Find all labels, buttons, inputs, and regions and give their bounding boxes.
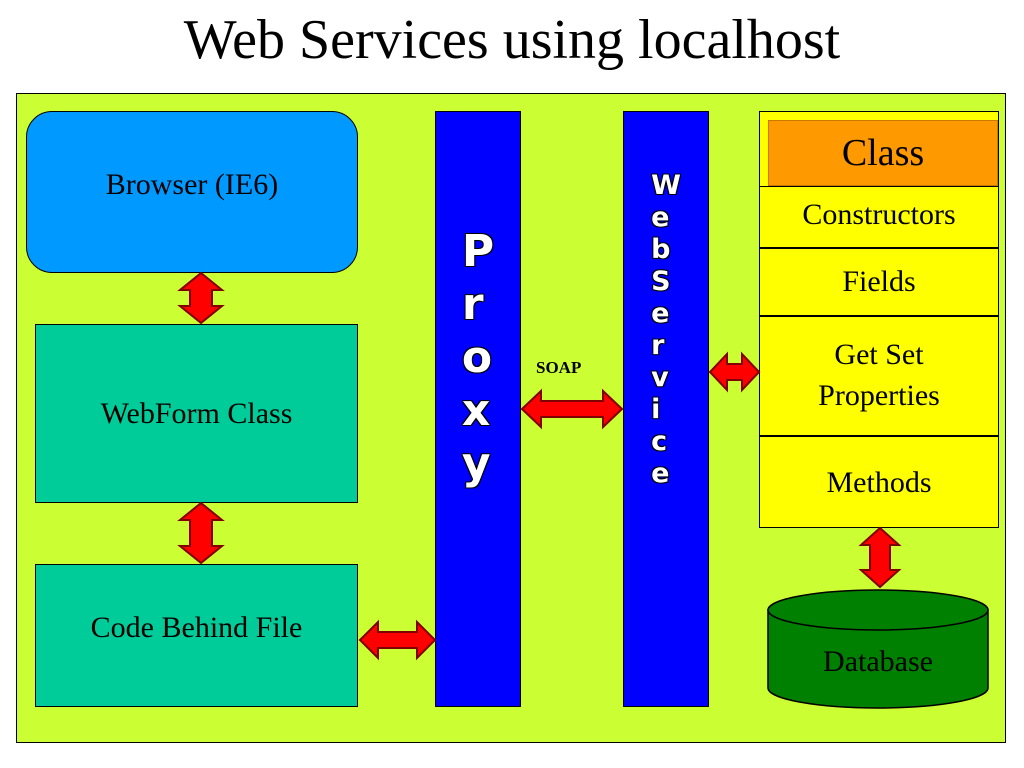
soap-label: SOAP: [536, 358, 582, 377]
methods-cell: Methods: [759, 436, 999, 528]
fields-cell: Fields: [759, 248, 999, 316]
bar-letter: r: [461, 279, 484, 330]
arrow-class-database: [858, 526, 902, 589]
bar-letter: e: [651, 298, 670, 329]
bar-letter: S: [651, 266, 671, 297]
bar-letter: o: [461, 332, 493, 383]
database-label: Database: [823, 645, 933, 678]
bar-letter: v: [651, 362, 669, 393]
bar-letter: x: [461, 385, 491, 436]
fields-label: Fields: [842, 264, 916, 298]
arrow-proxy-webservice-soap: [520, 388, 624, 430]
slide-title: Web Services using localhost: [183, 9, 841, 71]
constructors-cell: Constructors: [759, 186, 999, 248]
arrow-webform-codebehind: [177, 501, 225, 565]
bar-letter: i: [651, 394, 661, 425]
browser-label: Browser (IE6): [105, 168, 279, 201]
constructors-label: Constructors: [802, 198, 956, 231]
webform-class-box: WebForm Class: [35, 324, 358, 503]
arrow-browser-webform: [177, 271, 225, 325]
bar-letter: b: [651, 234, 671, 265]
class-header-label: Class: [841, 132, 925, 174]
class-header: Class: [768, 120, 998, 186]
webform-label: WebForm Class: [100, 396, 293, 430]
bar-letter: c: [651, 426, 668, 457]
bar-letter: e: [651, 458, 670, 489]
bar-letter: e: [651, 202, 670, 233]
code-behind-label: Code Behind File: [90, 611, 303, 644]
arrow-webservice-class: [708, 351, 761, 393]
bar-letter: W: [651, 170, 681, 201]
bar-letter: P: [461, 226, 495, 277]
properties-cell: Get Set Properties: [759, 316, 999, 436]
arrow-codebehind-proxy: [358, 619, 437, 661]
methods-label: Methods: [826, 466, 932, 499]
bar-letter: y: [461, 438, 491, 489]
bar-letter: r: [651, 330, 665, 361]
code-behind-box: Code Behind File: [35, 564, 358, 707]
database-cylinder: Database: [767, 589, 989, 709]
browser-box: Browser (IE6): [26, 111, 358, 273]
properties-label: Get Set Properties: [818, 338, 940, 412]
